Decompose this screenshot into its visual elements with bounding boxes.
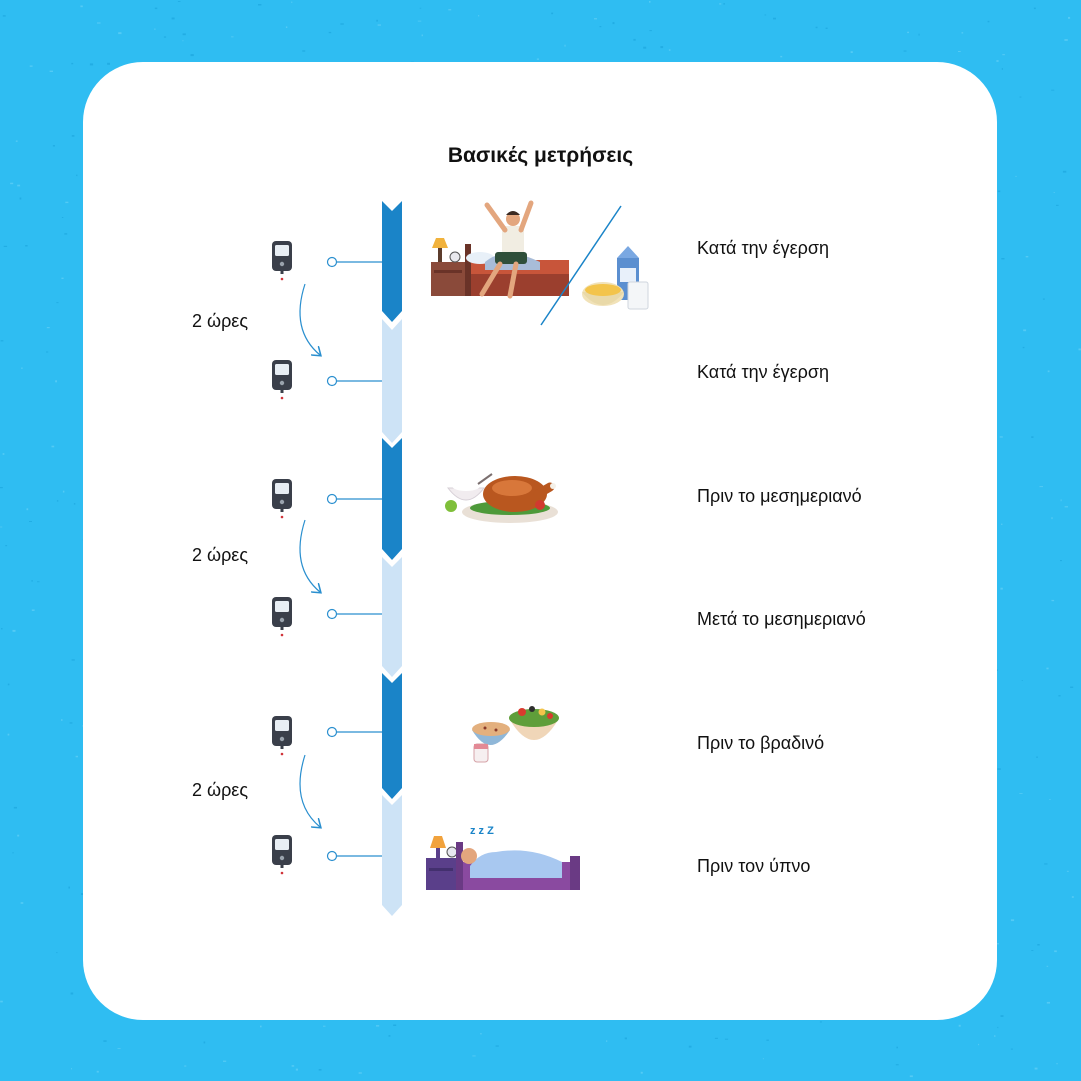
glucose-meter-icon: [272, 597, 292, 637]
page-title: Βασικές μετρήσεις: [447, 144, 634, 167]
connector-4: [326, 608, 382, 620]
connector-1: [326, 256, 382, 268]
interval-label-2: 2 ώρες: [192, 545, 249, 565]
sleep-zzz-icon: z z Z: [470, 825, 494, 837]
glucose-meter-icon: [272, 835, 292, 875]
curved-arrow-icon: [299, 519, 320, 592]
timeline-segment-3: [382, 438, 402, 560]
glucose-meter-icon: [272, 479, 292, 519]
interval-label-1: 2 ώρες: [192, 311, 249, 331]
curved-arrow-icon: [299, 283, 320, 355]
timeline-segment-5: [382, 673, 402, 799]
waking-up-breakfast-illustration: [431, 200, 649, 326]
sleeping-illustration: z z Z: [426, 825, 580, 890]
connector-2: [326, 375, 382, 387]
connector-5: [326, 726, 382, 738]
measurement-label-3: Πριν το μεσημεριανό: [697, 486, 862, 506]
measurement-label-6: Πριν τον ύπνο: [697, 856, 811, 876]
measurement-label-2: Κατά την έγερση: [697, 362, 829, 382]
timeline-segment-2: [382, 319, 402, 443]
measurement-label-5: Πριν το βραδινό: [697, 733, 825, 753]
glucose-meter-icon: [272, 241, 292, 281]
dinner-salad-illustration: [472, 706, 559, 763]
timeline-segment-1: [382, 201, 402, 322]
lunch-turkey-illustration: [445, 473, 558, 523]
measurement-label-1: Κατά την έγερση: [697, 238, 829, 258]
timeline-segment-4: [382, 557, 402, 677]
measurement-label-4: Μετά το μεσημεριανό: [697, 609, 866, 629]
connector-3: [326, 493, 382, 505]
connector-6: [326, 850, 382, 862]
interval-label-3: 2 ώρες: [192, 780, 249, 800]
glucose-meter-icon: [272, 716, 292, 756]
timeline-segment-6: [382, 795, 402, 916]
curved-arrow-icon: [299, 754, 320, 827]
glucose-meter-icon: [272, 360, 292, 400]
